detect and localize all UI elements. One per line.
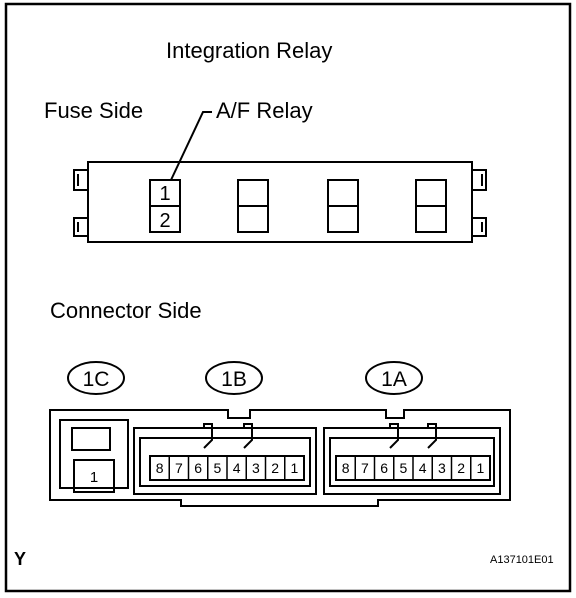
pin-box-1c	[73, 459, 115, 493]
pin-1c-1: 1	[90, 469, 98, 486]
connector-housing	[49, 409, 511, 507]
pin-dividers	[168, 456, 472, 480]
connector-id-1b: 1B	[221, 368, 247, 391]
fuse-side-heading: Fuse Side	[44, 98, 144, 123]
oval-1a	[365, 361, 423, 395]
corner-mark: Y	[14, 549, 27, 569]
oval-1b	[205, 361, 263, 395]
diagram-title: Integration Relay	[166, 38, 333, 63]
pin-1b-label: 2	[271, 460, 279, 476]
pin-1b-label: 4	[233, 460, 241, 476]
fuse-pin-1: 1	[159, 183, 170, 205]
pin-1b-label: 8	[156, 460, 164, 476]
figure-code: A137101E01	[490, 554, 554, 566]
outer-frame	[4, 2, 572, 593]
connector-side-heading: Connector Side	[50, 298, 202, 323]
pin-1a-label: 4	[419, 460, 427, 476]
callout-leader-line	[170, 111, 212, 181]
pin-1a-label: 2	[457, 460, 465, 476]
oval-1c	[67, 361, 125, 395]
connector-1c	[59, 419, 129, 493]
pin-1b-label: 5	[213, 460, 221, 476]
pin-1a-label: 6	[380, 460, 388, 476]
pin-1a-label: 7	[361, 460, 369, 476]
pin-1a-label: 1	[476, 460, 484, 476]
fuse-side-block	[73, 161, 487, 243]
pin-1b-label: 7	[175, 460, 183, 476]
pin-1b-label: 1	[290, 460, 298, 476]
pin-1a-label: 5	[399, 460, 407, 476]
connector-id-1c: 1C	[83, 368, 110, 391]
fuse-pin-2: 2	[159, 210, 170, 232]
af-relay-callout: A/F Relay	[216, 98, 313, 123]
connector-id-1a: 1A	[381, 368, 407, 391]
connector-id-ovals	[67, 361, 423, 395]
pin-1a-label: 3	[438, 460, 446, 476]
pin-1a-label: 8	[342, 460, 350, 476]
pin-1b-label: 3	[252, 460, 260, 476]
connector-1a	[323, 423, 501, 495]
pin-1b-label: 6	[194, 460, 202, 476]
connector-1b	[133, 423, 317, 495]
